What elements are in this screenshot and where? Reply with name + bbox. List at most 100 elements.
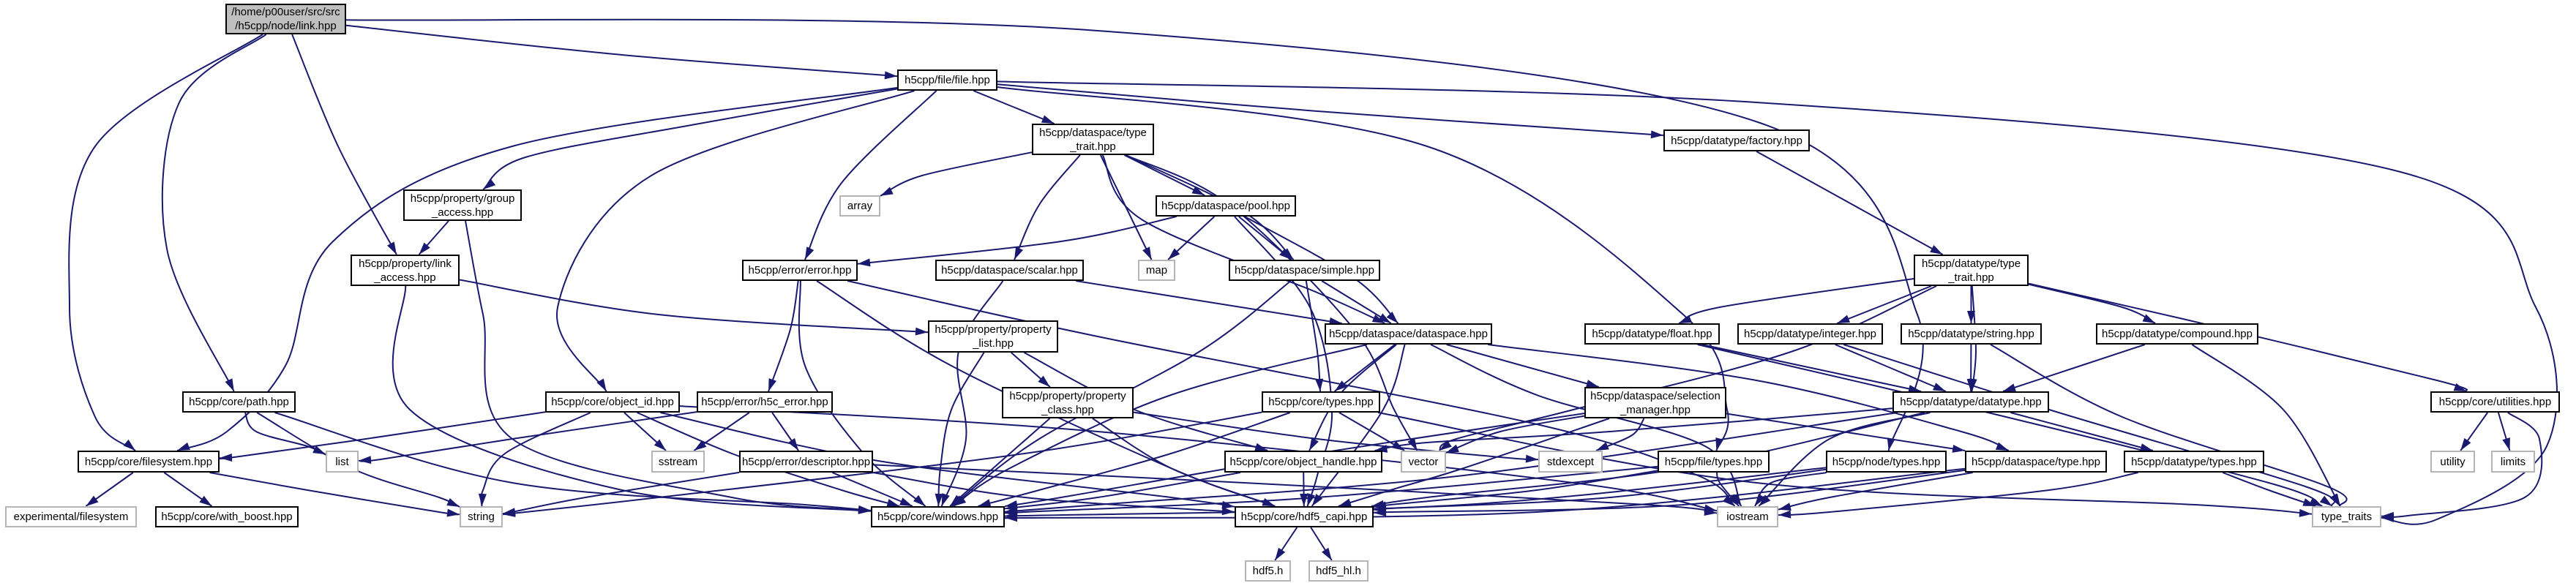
graph-node-label: string: [468, 511, 495, 523]
graph-node-label: h5cpp/property/group: [410, 192, 515, 205]
graph-edge-pool--simple: [1238, 216, 1292, 260]
graph-node-label: h5cpp/dataspace/scalar.hpp: [941, 264, 1078, 277]
graph-edge-datatype--dt_types: [2010, 412, 2154, 451]
graph-edge-error--h5c_error: [768, 280, 799, 392]
graph-node-link_access[interactable]: h5cpp/property/link_access.hpp: [351, 255, 460, 286]
graph-node-label: h5cpp/datatype/integer.hpp: [1744, 328, 1876, 340]
graph-node-label: limits: [2500, 455, 2526, 468]
graph-edge-link_access--windows: [392, 285, 872, 514]
graph-edge-dt_types--type_traits: [2222, 472, 2316, 507]
graph-node-core_types[interactable]: h5cpp/core/types.hpp: [1262, 391, 1380, 413]
graph-node-hdf5_h: hdf5.h: [1245, 560, 1291, 582]
graph-node-file_types[interactable]: h5cpp/file/types.hpp: [1658, 451, 1770, 473]
graph-edge-ds_tt--array: [880, 151, 1033, 197]
graph-edge-file--filesystem: [176, 86, 898, 451]
graph-edge-file--factory: [997, 83, 1664, 139]
graph-node-label: h5cpp/core/filesystem.hpp: [84, 455, 213, 468]
graph-edge-core_types--type_traits: [1377, 412, 2313, 517]
graph-node-label: h5cpp/core/with_boost.hpp: [161, 511, 293, 523]
graph-node-compound[interactable]: h5cpp/datatype/compound.hpp: [2096, 323, 2258, 345]
graph-node-dt_types[interactable]: h5cpp/datatype/types.hpp: [2124, 451, 2264, 473]
graph-edge-dt_tt--integer: [1836, 285, 1932, 324]
graph-node-label: h5cpp/core/utilities.hpp: [2438, 396, 2552, 408]
graph-node-scalar[interactable]: h5cpp/dataspace/scalar.hpp: [935, 260, 1084, 281]
graph-node-windows[interactable]: h5cpp/core/windows.hpp: [871, 506, 1005, 527]
graph-edge-property_class--windows: [949, 418, 1051, 507]
graph-node-object_handle[interactable]: h5cpp/core/object_handle.hpp: [1224, 451, 1382, 473]
graph-node-label: iostream: [1726, 511, 1769, 523]
graph-node-dt_tt[interactable]: h5cpp/datatype/type_trait.hpp: [1914, 255, 2029, 286]
graph-edge-file--file_types: [997, 86, 1729, 451]
graph-edge-root--link_access: [291, 34, 397, 255]
graph-edge-group_access--link_access: [418, 220, 449, 255]
graph-node-label: map: [1145, 264, 1168, 277]
graph-node-path[interactable]: h5cpp/core/path.hpp: [182, 391, 296, 413]
graph-edge-utilities--limits: [2497, 412, 2511, 451]
graph-edge-descriptor--iostream: [872, 464, 1718, 516]
graph-node-sstream: sstream: [651, 451, 705, 473]
graph-edge-descriptor--windows: [831, 472, 913, 507]
graph-edge-root--file: [345, 24, 898, 80]
graph-node-object_id[interactable]: h5cpp/core/object_id.hpp: [545, 391, 680, 413]
graph-node-label: h5cpp/datatype/factory.hpp: [1671, 134, 1802, 147]
graph-node-property_class[interactable]: h5cpp/property/property_class.hpp: [1002, 387, 1134, 418]
graph-node-label: h5cpp/core/path.hpp: [189, 396, 289, 408]
graph-node-list: list: [326, 451, 359, 473]
graph-node-label: type_traits: [2321, 511, 2373, 523]
graph-node-datatype[interactable]: h5cpp/datatype/datatype.hpp: [1892, 391, 2049, 413]
graph-edge-dataspace--core_types: [1333, 344, 1396, 392]
graph-node-ds_tt[interactable]: h5cpp/dataspace/type_trait.hpp: [1032, 124, 1154, 155]
graph-edge-hdf5_capi--hdf5_hl: [1310, 527, 1333, 561]
graph-edge-ds_tt--pool: [1123, 154, 1205, 196]
graph-node-root: /home/p00user/src/src/h5cpp/node/link.hp…: [225, 4, 346, 34]
graph-node-map: map: [1138, 260, 1175, 281]
graph-edge-h5c_error--descriptor: [771, 412, 799, 451]
graph-node-utilities[interactable]: h5cpp/core/utilities.hpp: [2430, 391, 2560, 413]
graph-node-label: /h5cpp/node/link.hpp: [235, 20, 337, 32]
graph-node-label: h5cpp/datatype/string.hpp: [1908, 328, 2034, 340]
graph-edge-dt_tt--utilities: [2028, 282, 2468, 392]
graph-node-label: h5cpp/datatype/compound.hpp: [2102, 328, 2253, 340]
graph-edge-integer--datatype: [1835, 344, 1947, 392]
graph-node-label: vector: [1408, 455, 1439, 468]
graph-node-iostream: iostream: [1717, 506, 1778, 527]
graph-node-string: string: [460, 506, 503, 527]
graph-node-label: h5cpp/core/hdf5_capi.hpp: [1240, 511, 1368, 523]
graph-node-dataspace[interactable]: h5cpp/dataspace/dataspace.hpp: [1325, 323, 1492, 345]
graph-node-integer[interactable]: h5cpp/datatype/integer.hpp: [1737, 323, 1883, 345]
graph-edge-datatype--windows: [1004, 412, 1898, 515]
graph-node-h5c_error[interactable]: h5cpp/error/h5c_error.hpp: [697, 391, 833, 413]
graph-node-string_hpp[interactable]: h5cpp/datatype/string.hpp: [1901, 323, 2042, 345]
graph-edge-ds_tt--vector: [1125, 154, 1418, 451]
graph-node-with_boost[interactable]: h5cpp/core/with_boost.hpp: [155, 506, 299, 527]
graph-node-label: array: [847, 200, 873, 212]
graph-node-float[interactable]: h5cpp/datatype/float.hpp: [1584, 323, 1720, 345]
graph-node-label: _trait.hpp: [1070, 140, 1116, 153]
graph-node-descriptor[interactable]: h5cpp/error/descriptor.hpp: [739, 451, 873, 473]
graph-node-exp_fs: experimental/filesystem: [5, 506, 137, 527]
graph-node-node_types[interactable]: h5cpp/node/types.hpp: [1826, 451, 1947, 473]
graph-node-file[interactable]: h5cpp/file/file.hpp: [897, 69, 997, 91]
graph-edge-file--error: [804, 90, 937, 260]
graph-node-pool[interactable]: h5cpp/dataspace/pool.hpp: [1156, 195, 1296, 217]
graph-node-ds_type[interactable]: h5cpp/dataspace/type.hpp: [1965, 451, 2107, 473]
graph-edge-h5c_error--list: [358, 411, 697, 464]
graph-edge-path--string: [256, 412, 460, 508]
graph-node-factory[interactable]: h5cpp/datatype/factory.hpp: [1663, 129, 1810, 151]
graph-node-selection_manager[interactable]: h5cpp/dataspace/selection_manager.hpp: [1584, 387, 1726, 418]
graph-node-hdf5_capi[interactable]: h5cpp/core/hdf5_capi.hpp: [1235, 506, 1374, 527]
graph-edge-integer--type_traits: [1843, 344, 2336, 507]
graph-node-filesystem[interactable]: h5cpp/core/filesystem.hpp: [78, 451, 220, 473]
graph-node-group_access[interactable]: h5cpp/property/group_access.hpp: [403, 189, 522, 221]
graph-edge-path--windows: [274, 412, 872, 514]
graph-node-label: h5cpp/datatype/float.hpp: [1592, 328, 1712, 340]
graph-node-error[interactable]: h5cpp/error/error.hpp: [742, 260, 858, 281]
graph-node-label: utility: [2440, 455, 2465, 468]
graph-node-simple[interactable]: h5cpp/dataspace/simple.hpp: [1229, 260, 1380, 281]
graph-node-property_list[interactable]: h5cpp/property/property_list.hpp: [928, 320, 1058, 353]
graph-node-label: h5cpp/error/h5c_error.hpp: [701, 396, 828, 408]
graph-node-hdf5_hl: hdf5_hl.h: [1308, 560, 1368, 582]
graph-node-vector: vector: [1401, 451, 1446, 473]
